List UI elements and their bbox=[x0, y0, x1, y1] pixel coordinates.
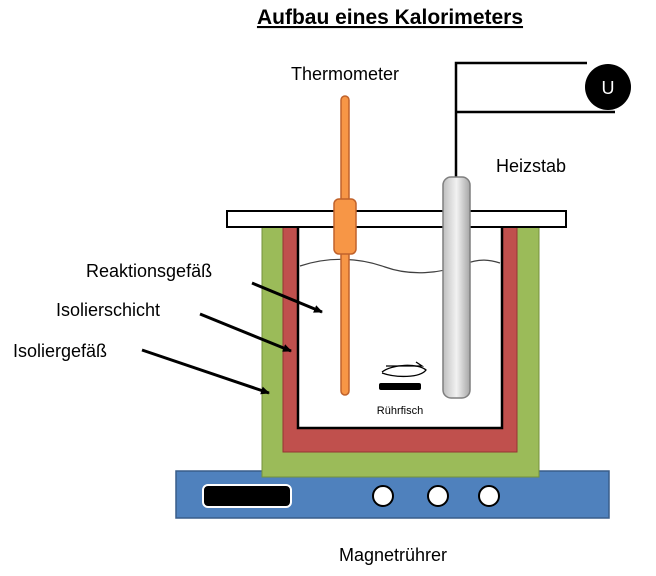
stirrer-knob-3 bbox=[478, 485, 500, 507]
thermometer-holder bbox=[333, 198, 357, 255]
magnetic-stirrer-label: Magnetrührer bbox=[339, 545, 447, 565]
heater-wire-top bbox=[454, 61, 587, 178]
stir-bar: Rührfisch bbox=[377, 361, 427, 417]
insulation-layer-arrow bbox=[199, 312, 292, 353]
stir-bar-label: Rührfisch bbox=[377, 405, 423, 417]
stirrer-knob-2 bbox=[427, 485, 449, 507]
stirrer-knob-1 bbox=[372, 485, 394, 507]
diagram-title: Aufbau eines Kalorimeters bbox=[257, 6, 523, 29]
reaction-vessel bbox=[296, 224, 504, 430]
power-source-icon bbox=[585, 64, 631, 110]
reaction-vessel-label: Reaktionsgefäß bbox=[86, 261, 212, 281]
insulating-vessel-arrow bbox=[141, 348, 270, 395]
stir-bar-rotation-arrow-icon bbox=[381, 364, 427, 378]
stir-bar-arrowhead-icon bbox=[386, 361, 425, 367]
magnetic-stirrer bbox=[175, 470, 610, 519]
stir-bar-magnet bbox=[379, 383, 421, 390]
power-source-label: U bbox=[602, 78, 615, 98]
stirrer-display bbox=[202, 484, 292, 508]
heating-rod bbox=[442, 176, 471, 399]
heater-assembly: U bbox=[442, 61, 631, 399]
reaction-vessel-arrow bbox=[251, 281, 323, 314]
heater-label: Heizstab bbox=[496, 156, 566, 176]
thermometer bbox=[333, 95, 357, 396]
vessel-lid bbox=[226, 210, 567, 228]
thermometer-label: Thermometer bbox=[291, 64, 399, 84]
insulation-layer-label: Isolierschicht bbox=[56, 300, 160, 320]
insulating-vessel-label: Isoliergefäß bbox=[13, 341, 107, 361]
